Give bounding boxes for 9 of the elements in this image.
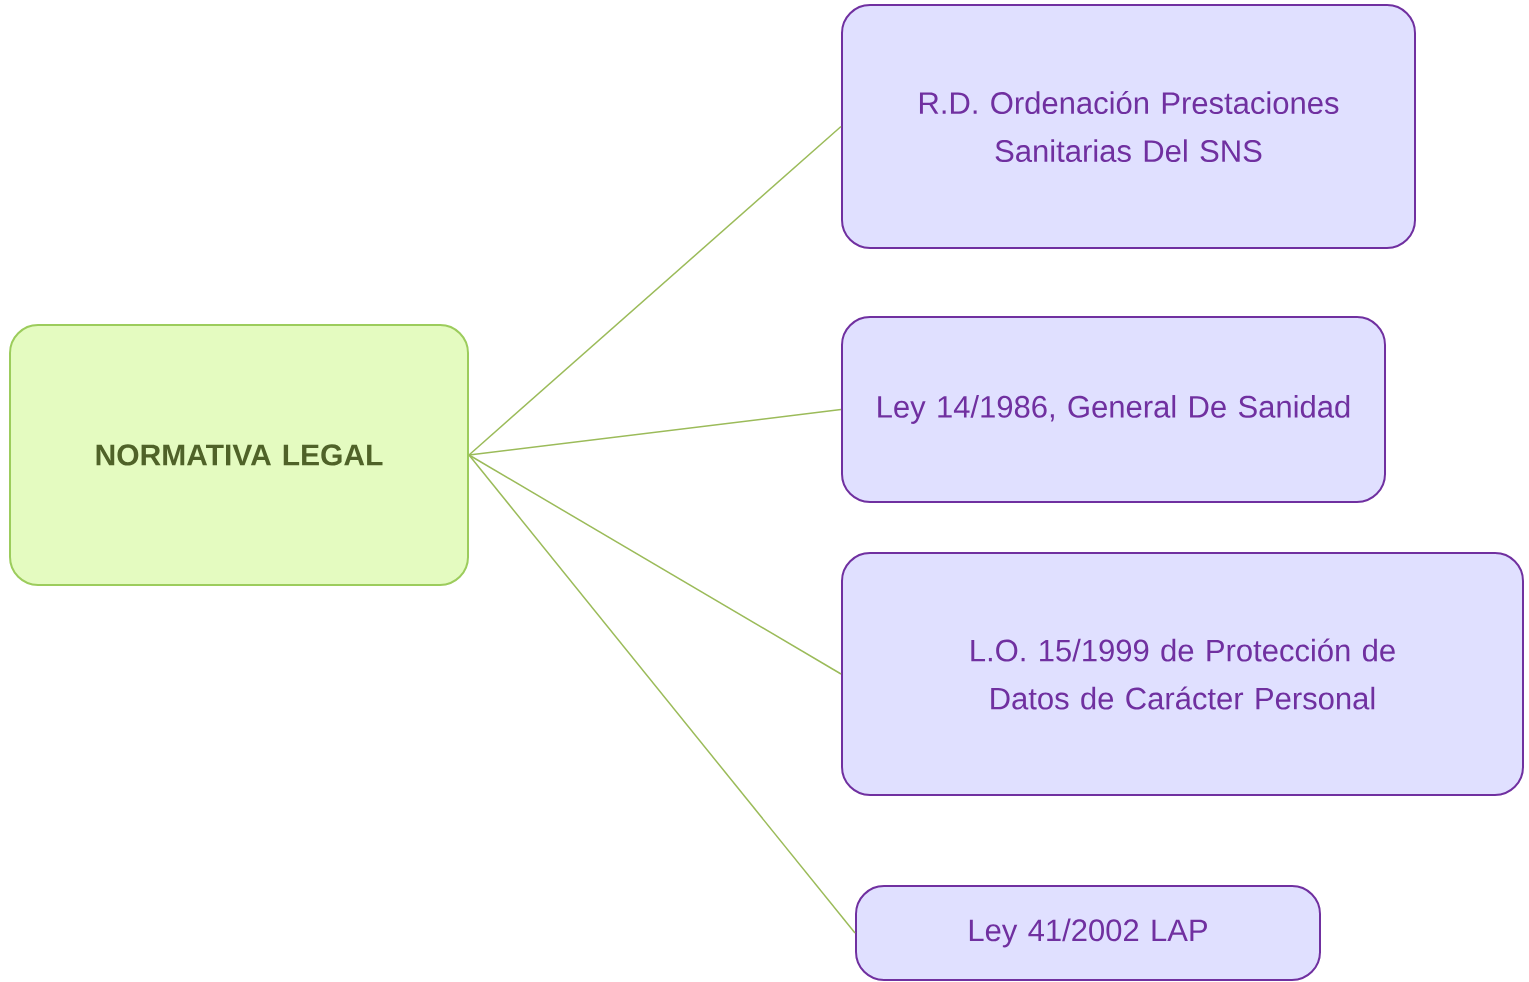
connector-line [468,454,856,934]
law-box: R.D. Ordenación Prestaciones Sanitarias Del SNS [841,4,1416,249]
connector-line [468,454,842,675]
law-box: L.O. 15/1999 de Protección de Datos de Carácter Personal [841,552,1524,796]
connector-line [468,408,842,456]
law-box: Ley 41/2002 LAP [855,885,1321,981]
connector-line [468,125,842,456]
topic-box: NORMATIVA LEGAL [9,324,469,586]
law-box: Ley 14/1986, General De Sanidad [841,316,1386,503]
